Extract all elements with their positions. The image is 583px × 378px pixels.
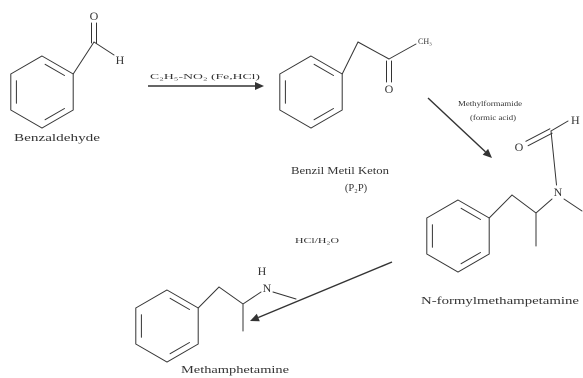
reaction-step-3: HCl/H₂O (250, 237, 393, 322)
ring-double-bond (169, 342, 190, 355)
ring-outline (279, 55, 343, 129)
step-2-reagent: Methylformamide (458, 100, 522, 108)
methamphetamine-hydrogen-label: H (258, 264, 267, 278)
reaction-arrow-head (255, 82, 264, 90)
reaction-arrow-head (482, 148, 492, 158)
methamphetamine-benzene-ring (135, 289, 199, 363)
reaction-arrow-shaft (427, 97, 486, 153)
bond (488, 194, 513, 219)
bond (197, 286, 220, 309)
methamphetamine-nitrogen-label: N (263, 281, 272, 295)
benzaldehyde-name: Benzaldehyde (14, 133, 100, 144)
carbonyl-double-bond (525, 128, 551, 142)
p2p-structure: O CH₃ Benzil Metil Keton (P₂P) (279, 37, 432, 194)
ring-double-bond (460, 207, 481, 220)
bond (511, 194, 537, 214)
p2p-benzene-ring (279, 55, 343, 129)
bond (93, 41, 115, 56)
ring-double-bond (169, 297, 190, 310)
reaction-arrow-head (250, 313, 260, 322)
n-formyl-hydrogen-label: H (571, 113, 580, 127)
benzaldehyde-hydrogen-label: H (116, 53, 125, 67)
n-formyl-nitrogen-label: N (554, 185, 563, 199)
ring-double-bond (460, 252, 481, 265)
reaction-arrow-shaft (258, 261, 393, 319)
step-2-condition: (formic acid) (470, 114, 517, 122)
n-formyl-benzene-ring (426, 199, 490, 273)
methamphetamine-name: Methamphetamine (181, 365, 289, 376)
bond (357, 41, 390, 60)
benzaldehyde-benzene-ring (10, 55, 74, 129)
ring-outline (10, 55, 74, 129)
p2p-abbreviation: (P₂P) (345, 183, 368, 194)
bond (535, 198, 553, 214)
ring-outline (426, 199, 490, 273)
bond (218, 286, 244, 305)
p2p-oxygen-label: O (385, 82, 394, 96)
benzaldehyde-structure: O H Benzaldehyde (10, 9, 125, 144)
benzaldehyde-oxygen-label: O (90, 9, 99, 23)
reaction-step-1: C₂H₅-NO₂ (Fe,HCl) (148, 73, 264, 90)
ring-outline (135, 289, 199, 363)
ring-double-bond (313, 108, 334, 121)
p2p-name: Benzil Metil Keton (291, 166, 390, 177)
p2p-methyl-label: CH₃ (418, 37, 432, 46)
ring-double-bond (44, 63, 65, 76)
ring-double-bond (313, 63, 334, 76)
n-methyl-bond (563, 198, 583, 212)
bond (550, 120, 569, 132)
bond (388, 43, 417, 60)
carbonyl-double-bond (527, 132, 553, 147)
bond (341, 41, 359, 75)
n-formyl-structure: O N H N-formylmethampetamine (421, 113, 583, 307)
n-formyl-name: N-formylmethampetamine (421, 296, 579, 307)
step-1-reagent: C₂H₅-NO₂ (Fe,HCl) (150, 73, 261, 81)
n-methyl-bond (272, 291, 297, 300)
n-formyl-oxygen-label: O (515, 140, 524, 154)
ring-double-bond (44, 108, 65, 121)
bond (72, 41, 95, 75)
reaction-step-2: Methylformamide (formic acid) (427, 97, 522, 158)
bond (550, 130, 557, 186)
methamphetamine-structure: H N Methamphetamine (135, 264, 297, 376)
bond (242, 291, 262, 305)
step-3-reagent: HCl/H₂O (295, 237, 339, 245)
